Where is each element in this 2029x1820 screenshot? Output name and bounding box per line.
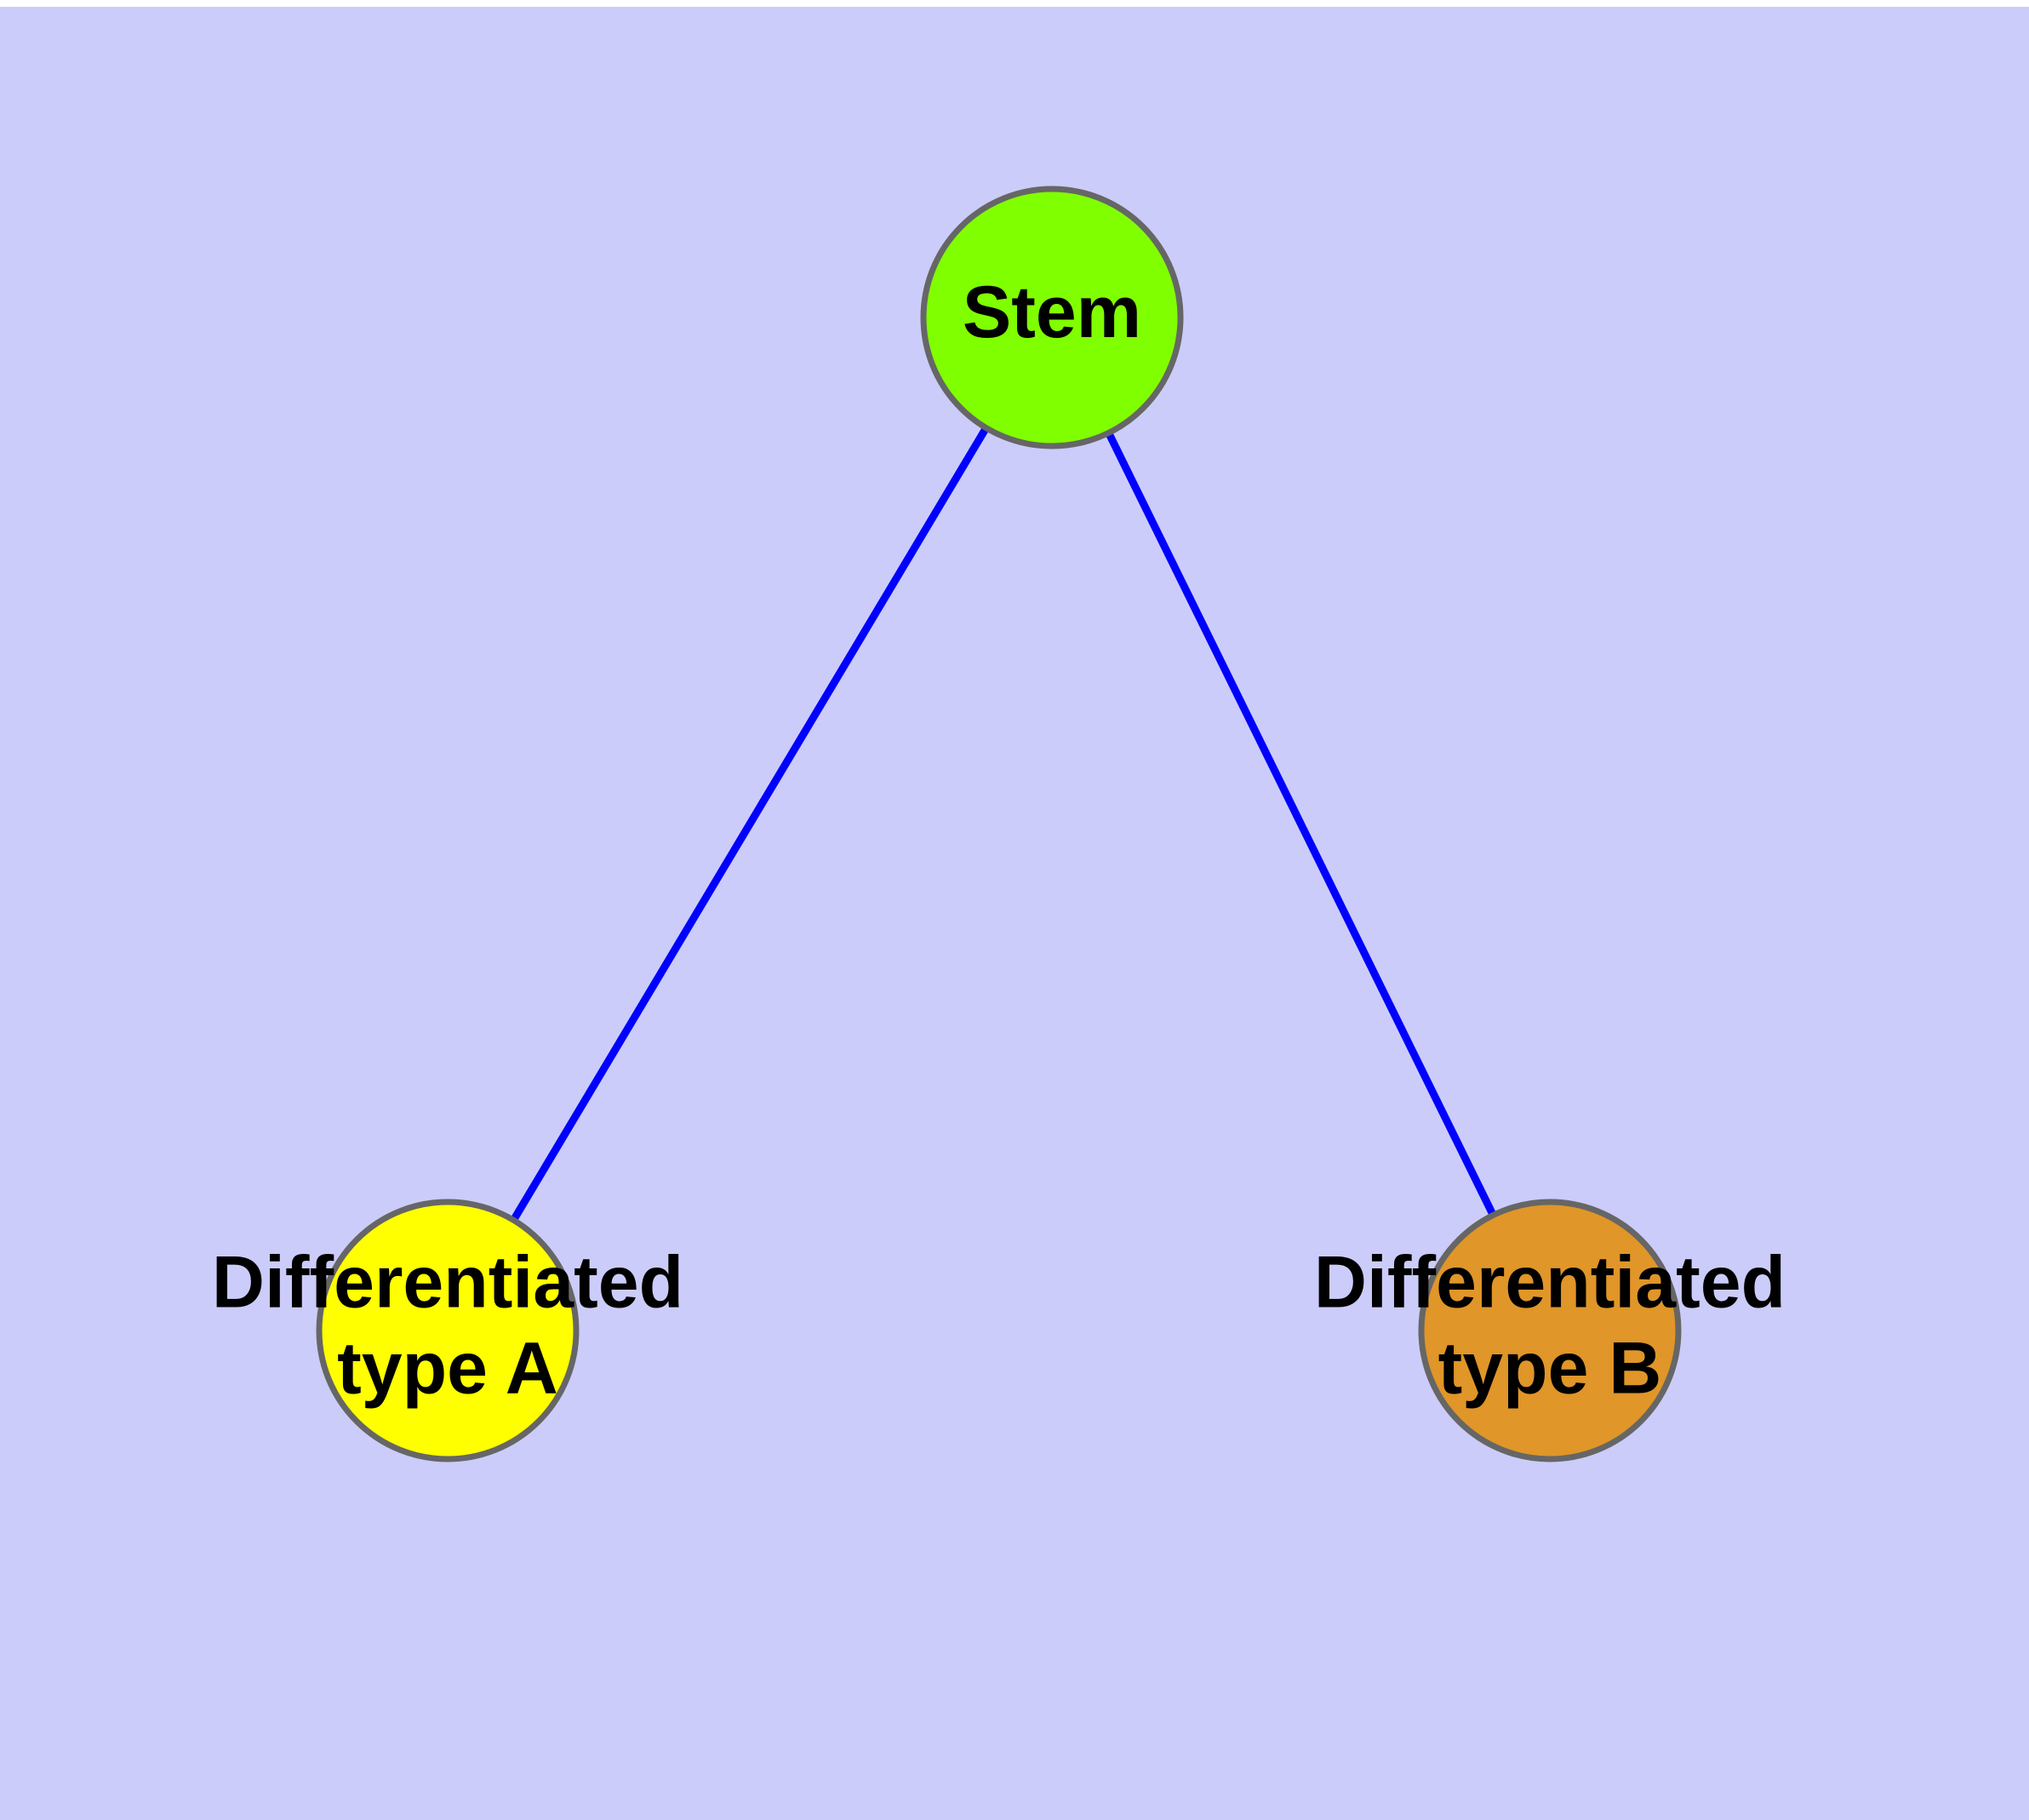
edges-layer: [444, 315, 1554, 1333]
node-circle-stem[interactable]: [920, 186, 1184, 449]
node-differentiated-type-a[interactable]: [316, 1199, 580, 1462]
node-circle-differentiated-type-b[interactable]: [1418, 1199, 1682, 1462]
node-label-line: Stem: [963, 272, 1141, 353]
nodes-layer: [316, 186, 1682, 1462]
node-label-line: type A: [337, 1327, 558, 1409]
node-circle-differentiated-type-a[interactable]: [316, 1199, 580, 1462]
edge-stem-to-differentiated-type-a[interactable]: [444, 315, 1055, 1333]
node-stem[interactable]: [920, 186, 1184, 449]
node-label-line: Differentiated: [212, 1241, 683, 1323]
node-label-stem: Stem: [963, 272, 1141, 353]
edge-stem-to-differentiated-type-b[interactable]: [1048, 316, 1554, 1332]
node-label-line: type B: [1438, 1327, 1662, 1409]
node-label-line: Differentiated: [1314, 1241, 1786, 1323]
node-differentiated-type-b[interactable]: [1418, 1199, 1682, 1462]
